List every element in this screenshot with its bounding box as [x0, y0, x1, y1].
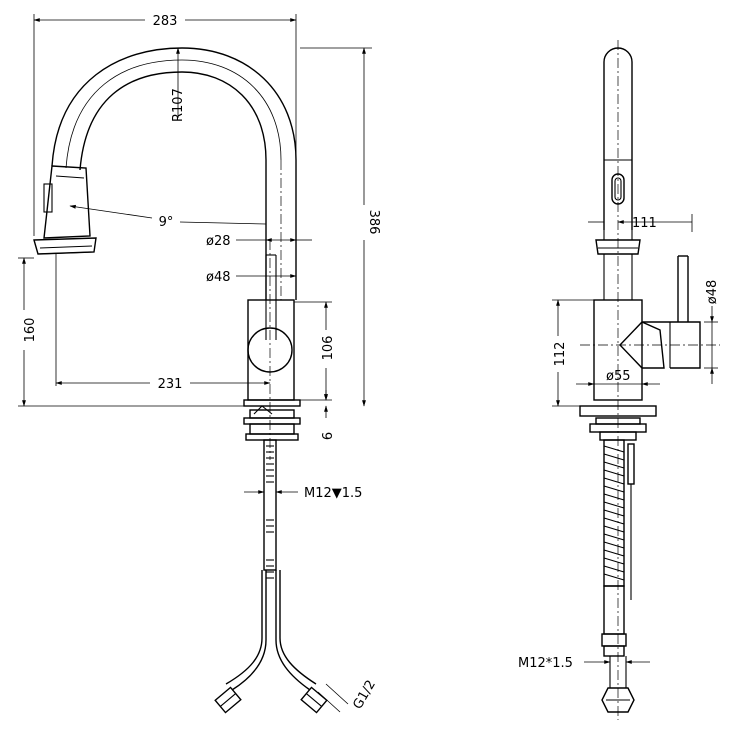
side-view: 283 R107 9° ø28 ø48 386	[18, 14, 381, 714]
dim-overall-height: 386	[366, 210, 381, 235]
dim-arc-radius: R107	[171, 88, 186, 122]
dim-shank-thread: M12▼1.5	[304, 486, 362, 501]
dim-spray-angle: 9°	[159, 215, 174, 230]
front-body	[580, 254, 720, 401]
front-base	[579, 405, 657, 441]
spray-head	[33, 165, 97, 255]
dim-body-height-front: 112	[553, 342, 568, 367]
dim-hose-thread: G1/2	[350, 678, 378, 712]
supply-hoses	[214, 570, 328, 714]
dim-base-diameter: ø55	[606, 369, 631, 384]
mounting-base	[243, 399, 301, 441]
front-spout	[603, 40, 633, 720]
front-handle-lever	[677, 255, 689, 322]
front-view: 111 ø48 112 ø55 M12*1.5	[518, 40, 720, 720]
dim-spout-reach: 231	[158, 377, 183, 392]
dim-spout-diameter: ø28	[206, 234, 231, 249]
dim-base-thickness: 6	[321, 432, 336, 440]
spout-gooseneck	[51, 47, 297, 300]
dim-front-hose-thread: M12*1.5	[518, 656, 573, 671]
front-dimensions: 111 ø48 112 ø55 M12*1.5	[518, 214, 720, 671]
dim-body-height: 106	[321, 336, 336, 361]
mixer-body	[247, 240, 295, 460]
dim-spray-width: 111	[632, 216, 657, 231]
front-spray-head	[595, 230, 641, 255]
dim-body-diameter: ø48	[206, 270, 231, 285]
threaded-shank	[263, 439, 277, 579]
dim-spray-height: 160	[23, 318, 38, 343]
dim-overall-width: 283	[153, 14, 178, 29]
dim-handle-diameter: ø48	[705, 280, 720, 305]
side-dimensions: 283 R107 9° ø28 ø48 386	[18, 14, 381, 713]
